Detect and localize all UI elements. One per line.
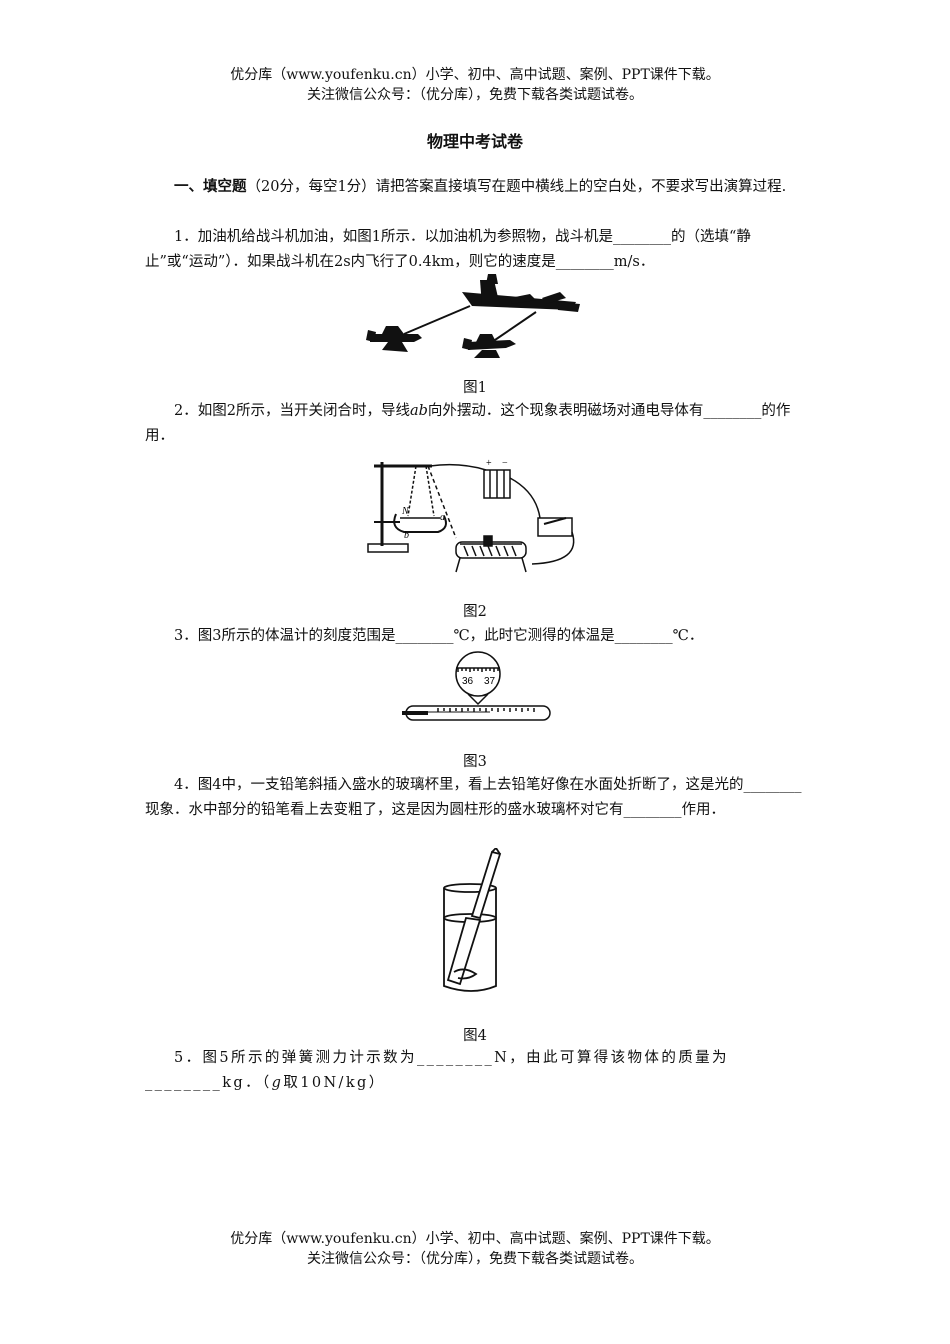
- question-1: 1．加油机给战斗机加油，如图1所示．以加油机为参照物，战斗机是________的…: [145, 229, 751, 270]
- question-5: 5．图5所示的弹簧测力计示数为________N，由此可算得该物体的质量为___…: [145, 1050, 729, 1091]
- figure-1-caption: 图1: [463, 380, 487, 396]
- point-a-label: a: [440, 512, 445, 523]
- wire-ab-label: ab: [409, 403, 428, 419]
- footer-line-2: 关注微信公众号：（优分库），免费下载各类试题试卷。: [307, 1251, 643, 1267]
- question-3: 3．图3所示的体温计的刻度范围是________℃，此时它测得的体温是_____…: [174, 628, 704, 644]
- point-b-label: b: [404, 530, 409, 541]
- figure-3-thermometer: 36 37: [402, 651, 551, 721]
- battery-plus-label: +: [486, 458, 492, 469]
- question-4: 4．图4中，一支铅笔斜插入盛水的玻璃杯里，看上去铅笔好像在水面处折断了，这是光的…: [145, 777, 802, 818]
- gravity-g-symbol: g: [271, 1075, 284, 1091]
- magnet-n-label: N: [401, 506, 410, 517]
- figure-2-apparatus: N a b + −: [367, 458, 575, 573]
- scale-label-37: 37: [484, 676, 496, 687]
- tanker-aircraft-icon: [462, 274, 580, 312]
- section-intro: 一、填空题（20分，每空1分）请把答案直接填写在题中横线上的空白处，不要求写出演…: [145, 174, 807, 200]
- section-heading: 一、填空题: [174, 178, 247, 195]
- fighter-jet-left-icon: [366, 326, 422, 352]
- header-line-2: 关注微信公众号：（优分库），免费下载各类试题试卷。: [307, 87, 643, 103]
- page-title: 物理中考试卷: [426, 132, 523, 151]
- header-line-1: 优分库（www.youfenku.cn）小学、初中、高中试题、案例、PPT课件下…: [230, 67, 720, 83]
- figure-4-glass-pencil: [443, 848, 502, 992]
- figure-4-caption: 图4: [463, 1028, 487, 1044]
- fighter-jet-right-icon: [462, 334, 516, 358]
- question-2: 2．如图2所示，当开关闭合时，导线ab向外摆动．这个现象表明磁场对通电导体有__…: [145, 403, 791, 444]
- section-note: （20分，每空1分）请把答案直接填写在题中横线上的空白处，不要求写出演算过程.: [246, 179, 787, 195]
- figure-1-refueling: [366, 274, 580, 358]
- scale-label-36: 36: [462, 676, 474, 687]
- figure-3-caption: 图3: [463, 754, 487, 770]
- battery-minus-label: −: [502, 458, 508, 469]
- footer-line-1: 优分库（www.youfenku.cn）小学、初中、高中试题、案例、PPT课件下…: [230, 1231, 720, 1247]
- figure-2-caption: 图2: [463, 604, 487, 620]
